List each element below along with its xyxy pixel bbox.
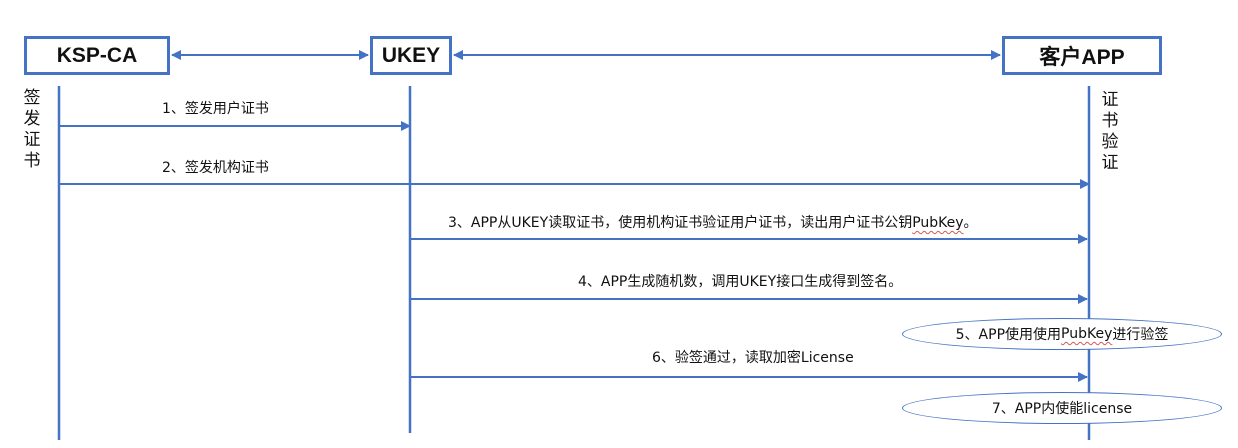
message-4-label: 4、APP生成随机数，调用UKEY接口生成得到签名。 xyxy=(578,274,903,290)
self-step-5-pubkey: PubKey xyxy=(1061,326,1113,342)
note-verify-certificates: 证 书 验 证 xyxy=(1101,90,1119,173)
note-issue-certificates: 签 发 证 书 xyxy=(23,88,41,171)
actor-ukey: UKEY xyxy=(370,36,452,75)
message-3-pubkey: PubKey xyxy=(912,215,964,231)
message-3-label: 3、APP从UKEY读取证书，使用机构证书验证用户证书，读出用户证书公钥PubK… xyxy=(448,214,978,232)
self-step-7-text: 7、APP内使能license xyxy=(991,401,1133,417)
actor-ksp-ca-label: KSP-CA xyxy=(56,43,138,67)
actor-ksp-ca: KSP-CA xyxy=(24,36,170,75)
self-step-5-end: 进行验签 xyxy=(1112,327,1169,343)
message-2-label: 2、签发机构证书 xyxy=(162,160,269,176)
self-step-5-text: 5、APP使用使用 xyxy=(955,327,1062,343)
actor-client-app: 客户APP xyxy=(1002,36,1162,75)
actor-ukey-label: UKEY xyxy=(381,43,441,67)
message-6-label: 6、验签通过，读取加密License xyxy=(652,350,854,366)
message-3-text: 3、APP从UKEY读取证书，使用机构证书验证用户证书，读出用户证书公钥 xyxy=(448,215,913,231)
message-1-label: 1、签发用户证书 xyxy=(162,101,269,117)
actor-client-app-label: 客户APP xyxy=(1039,45,1125,69)
self-step-7: 7、APP内使能license xyxy=(902,392,1222,424)
message-3-end: 。 xyxy=(963,215,978,231)
